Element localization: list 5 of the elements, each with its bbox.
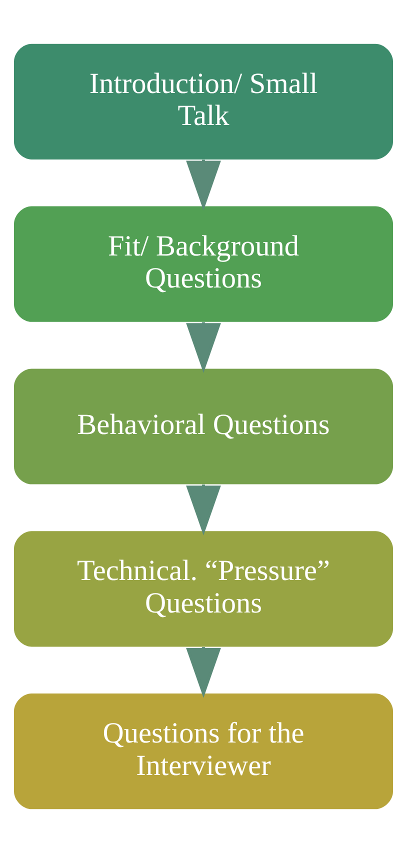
node-box: Questions for the Interviewer [14,693,393,809]
node-box: Behavioral Questions [14,368,393,484]
node-box: Introduction/ Small Talk [14,43,393,159]
node-box: Fit/ Background Questions [14,206,393,322]
node-box: Technical. “Pressure” Questions [14,530,393,646]
